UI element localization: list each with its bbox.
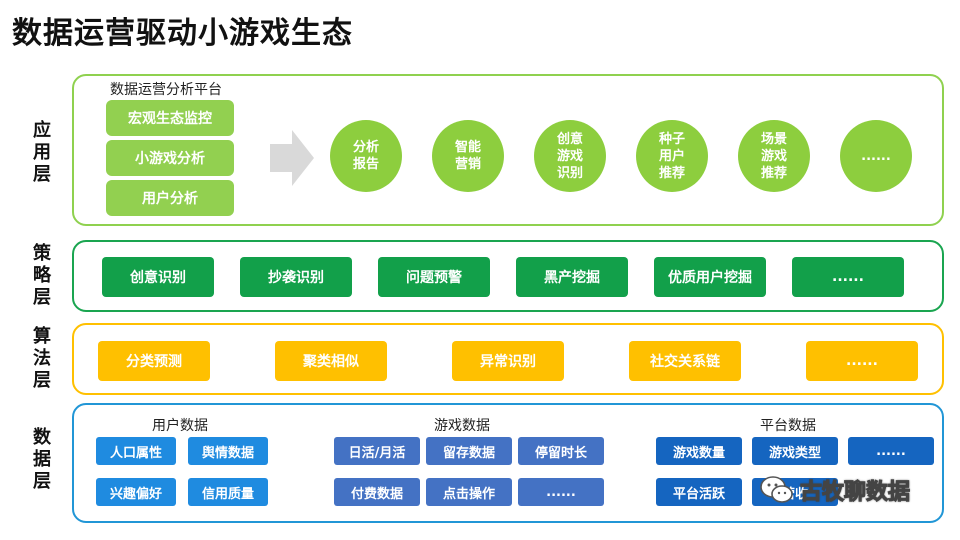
strategy-item[interactable]: 抄袭识别 — [240, 257, 352, 297]
strategy-item[interactable]: 问题预警 — [378, 257, 490, 297]
layer-label-app: 应用层 — [33, 120, 51, 185]
platform-item[interactable]: 小游戏分析 — [106, 140, 234, 176]
data-item[interactable]: 信用质量 — [188, 478, 268, 506]
data-item[interactable]: ...... — [518, 478, 604, 506]
data-item[interactable]: 游戏数量 — [656, 437, 742, 465]
strategy-item[interactable]: 黑产挖掘 — [516, 257, 628, 297]
data-item[interactable]: 兴趣偏好 — [96, 478, 176, 506]
platform-title: 数据运营分析平台 — [110, 82, 222, 98]
algorithm-item[interactable]: 社交关系链 — [629, 341, 741, 381]
app-circle[interactable]: 分析报告 — [330, 120, 402, 192]
algorithm-item[interactable]: 聚类相似 — [275, 341, 387, 381]
app-circle[interactable]: 种子用户推荐 — [636, 120, 708, 192]
data-item[interactable]: 停留时长 — [518, 437, 604, 465]
data-item[interactable]: 舆情数据 — [188, 437, 268, 465]
data-group-title: 用户数据 — [152, 418, 208, 434]
algorithm-layer-panel: 分类预测 聚类相似 异常识别 社交关系链...... — [72, 323, 944, 395]
data-item[interactable]: 付费数据 — [334, 478, 420, 506]
strategy-item[interactable]: ...... — [792, 257, 904, 297]
layer-label-strategy: 策略层 — [33, 243, 51, 308]
data-item[interactable]: 留存数据 — [426, 437, 512, 465]
data-group-title: 平台数据 — [760, 418, 816, 434]
platform-item[interactable]: 宏观生态监控 — [106, 100, 234, 136]
app-circle[interactable]: ...... — [840, 120, 912, 192]
data-item[interactable]: 日活/月活 — [334, 437, 420, 465]
app-circle[interactable]: 智能营销 — [432, 120, 504, 192]
watermark: 古牧聊数据 — [760, 474, 911, 506]
strategy-item[interactable]: 创意识别 — [102, 257, 214, 297]
data-item[interactable]: 平台活跃 — [656, 478, 742, 506]
app-layer-panel: 数据运营分析平台 宏观生态监控小游戏分析用户分析 分析报告智能营销创意游戏识别种… — [72, 74, 944, 226]
algorithm-item[interactable]: 分类预测 — [98, 341, 210, 381]
data-item[interactable]: ...... — [848, 437, 934, 465]
layer-label-algorithm: 算法层 — [33, 326, 51, 391]
strategy-item[interactable]: 优质用户挖掘 — [654, 257, 766, 297]
data-item[interactable]: 人口属性 — [96, 437, 176, 465]
data-group-title: 游戏数据 — [434, 418, 490, 434]
watermark-text: 古牧聊数据 — [799, 480, 911, 506]
layer-label-data: 数据层 — [33, 427, 51, 492]
algorithm-item[interactable]: 异常识别 — [452, 341, 564, 381]
data-item[interactable]: 游戏类型 — [752, 437, 838, 465]
data-item[interactable]: 点击操作 — [426, 478, 512, 506]
app-circle[interactable]: 场景游戏推荐 — [738, 120, 810, 192]
right-arrow-icon — [270, 130, 314, 186]
data-layer-panel: 用户数据人口属性舆情数据兴趣偏好信用质量 游戏数据日活/月活留存数据停留时长付费数… — [72, 403, 944, 523]
algorithm-item[interactable]: ...... — [806, 341, 918, 381]
page-title: 数据运营驱动小游戏生态 — [12, 16, 353, 51]
app-circle[interactable]: 创意游戏识别 — [534, 120, 606, 192]
strategy-layer-panel: 创意识别抄袭识别问题预警黑产挖掘优质用户挖掘...... — [72, 240, 944, 312]
platform-item[interactable]: 用户分析 — [106, 180, 234, 216]
wechat-icon — [760, 476, 793, 503]
